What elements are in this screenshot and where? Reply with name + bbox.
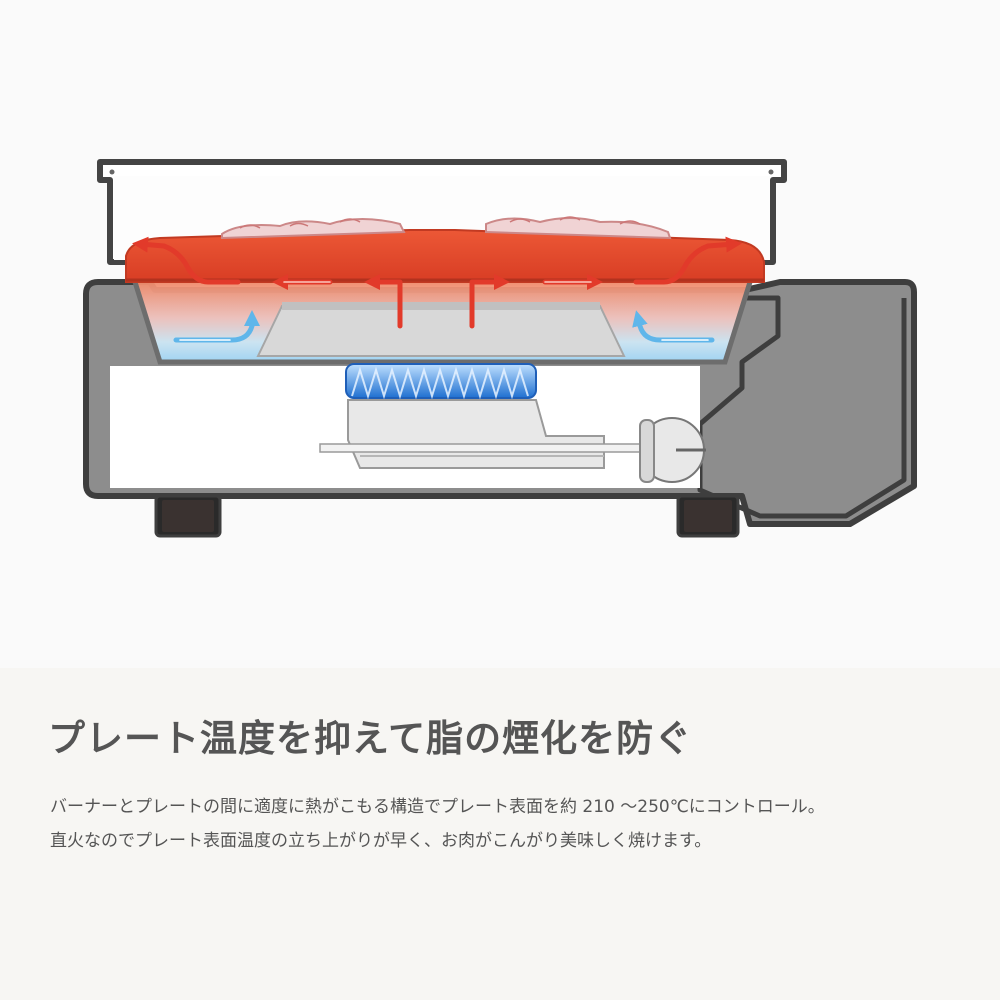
heat-zone [132, 281, 753, 365]
grill-cross-section-diagram [83, 159, 917, 538]
flame-icon [345, 363, 537, 400]
stove-feet [154, 494, 740, 538]
headline: プレート温度を抑えて脂の煙化を防ぐ [48, 717, 693, 760]
meat-icon [221, 216, 672, 240]
caption-area: プレート温度を抑えて脂の煙化を防ぐ バーナーとプレートの間に適度に熱がこもる構造… [0, 668, 1000, 1000]
body-text: バーナーとプレートの間に適度に熱がこもる構造でプレート表面を約 210 〜250… [50, 790, 970, 858]
cool-air-arrow-icon [173, 309, 715, 343]
illustration-area [83, 159, 917, 538]
body-text-line-1: バーナーとプレートの間に適度に熱がこもる構造でプレート表面を約 210 〜250… [50, 797, 825, 817]
control-knob-icon [639, 417, 706, 483]
body-text-line-2: 直火なのでプレート表面温度の立ち上がりが早く、お肉がこんがり美味しく焼けます。 [50, 831, 712, 851]
